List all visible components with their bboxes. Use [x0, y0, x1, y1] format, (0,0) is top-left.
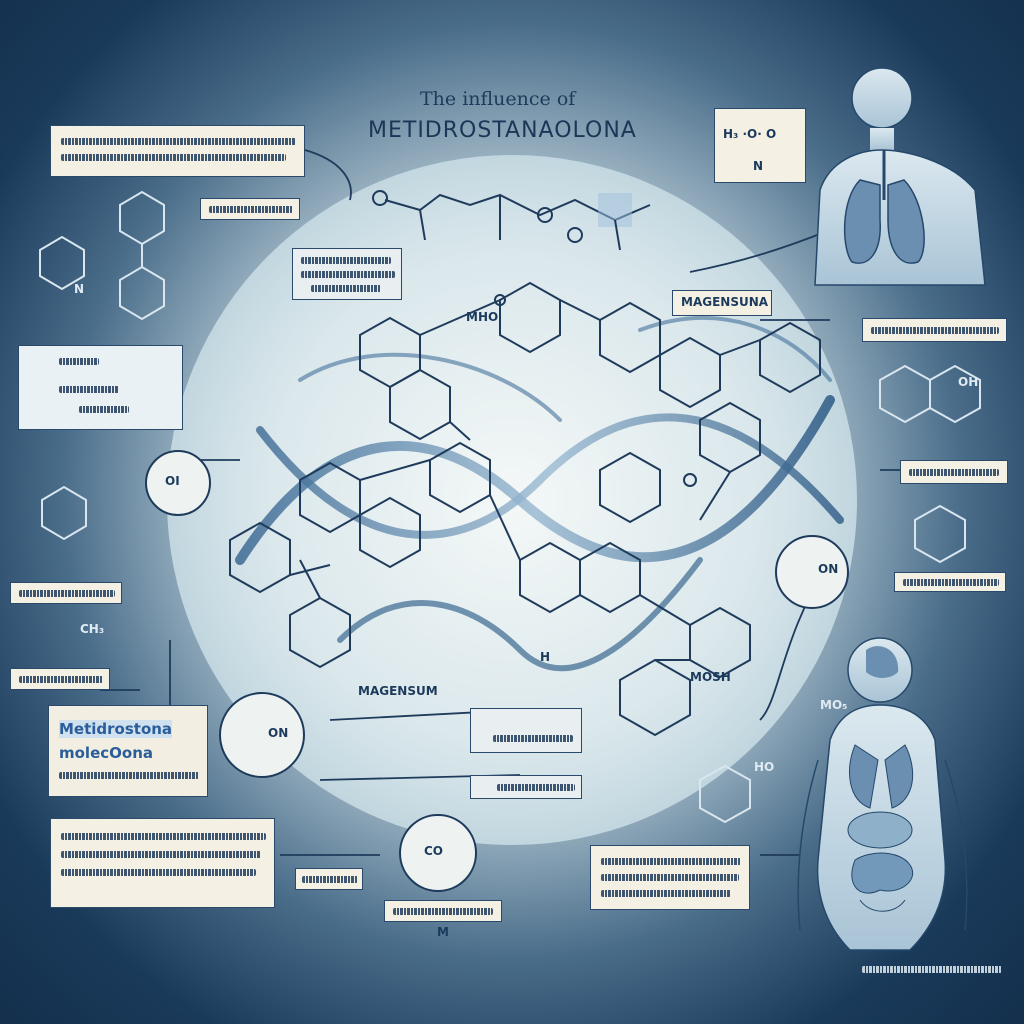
callout-box-right-1 — [862, 318, 1007, 342]
mo5-label: MO₅ — [820, 698, 848, 712]
left-molecules — [39, 190, 165, 541]
magnesium-label-box: MAGENSUNA — [672, 290, 772, 316]
bubble-co-label: CO — [424, 844, 444, 858]
callout-box-bottom-left — [50, 818, 275, 908]
metidrostona-line1: Metidrostona — [59, 720, 173, 738]
formula-box-center-bottom-2 — [470, 775, 582, 799]
callout-box-bottom-right — [590, 845, 750, 910]
formula-n: N — [753, 159, 764, 173]
callout-box-bottom-center — [384, 900, 502, 922]
magnesium-center-label: MAGENSUM — [358, 684, 438, 698]
ch3-label: CH₃ — [80, 622, 105, 636]
callout-box-left-1 — [10, 582, 122, 604]
mini-formula-box-left — [18, 345, 183, 430]
molecule-cluster — [229, 281, 821, 737]
metidrostona-box: Metidrostona molecOona — [48, 705, 208, 797]
callout-box-left-2 — [10, 668, 110, 690]
bubble-oi-label: OI — [165, 474, 180, 488]
metidrostona-line2: molecOona — [59, 744, 153, 762]
top-formula — [372, 190, 651, 251]
human-torso-lungs-icon — [814, 67, 986, 286]
callout-box-right-3 — [894, 572, 1006, 592]
diagram-title-line2: METIDROSTANAOLONA — [368, 118, 637, 143]
bottom-right-caption — [862, 966, 1002, 973]
bubble-on-left-label: ON — [268, 726, 289, 740]
formula-box-top-right: H₃ ·O· O N — [714, 108, 806, 183]
ho-right-label: HO — [754, 760, 775, 774]
callout-box-bottom-small — [295, 868, 363, 890]
moh-label: MHO — [466, 310, 499, 324]
diagram-title-line1: The influence of — [420, 88, 576, 110]
callout-box-small-1 — [200, 198, 300, 220]
formula-box-center-bottom — [470, 708, 582, 753]
callout-box-top-left — [50, 125, 305, 177]
magnesium-top-label: MAGENSUNA — [681, 295, 769, 309]
callout-box-center-left — [292, 248, 402, 300]
human-body-organs-icon — [797, 637, 968, 951]
callout-box-right-2 — [900, 460, 1008, 484]
h-center-label: H — [540, 650, 551, 664]
bubble-on-right-label: ON — [818, 562, 839, 576]
connector-arrows — [100, 149, 900, 856]
n-left-label: N — [74, 282, 85, 296]
oh-right-label: OH — [958, 375, 979, 389]
formula-noh: H₃ ·O· O — [723, 127, 777, 141]
m-bottom-label: M — [437, 925, 449, 939]
right-molecules — [699, 364, 981, 824]
magnifier-bubble-icon — [145, 450, 849, 892]
mosh-label: MOSH — [690, 670, 731, 684]
